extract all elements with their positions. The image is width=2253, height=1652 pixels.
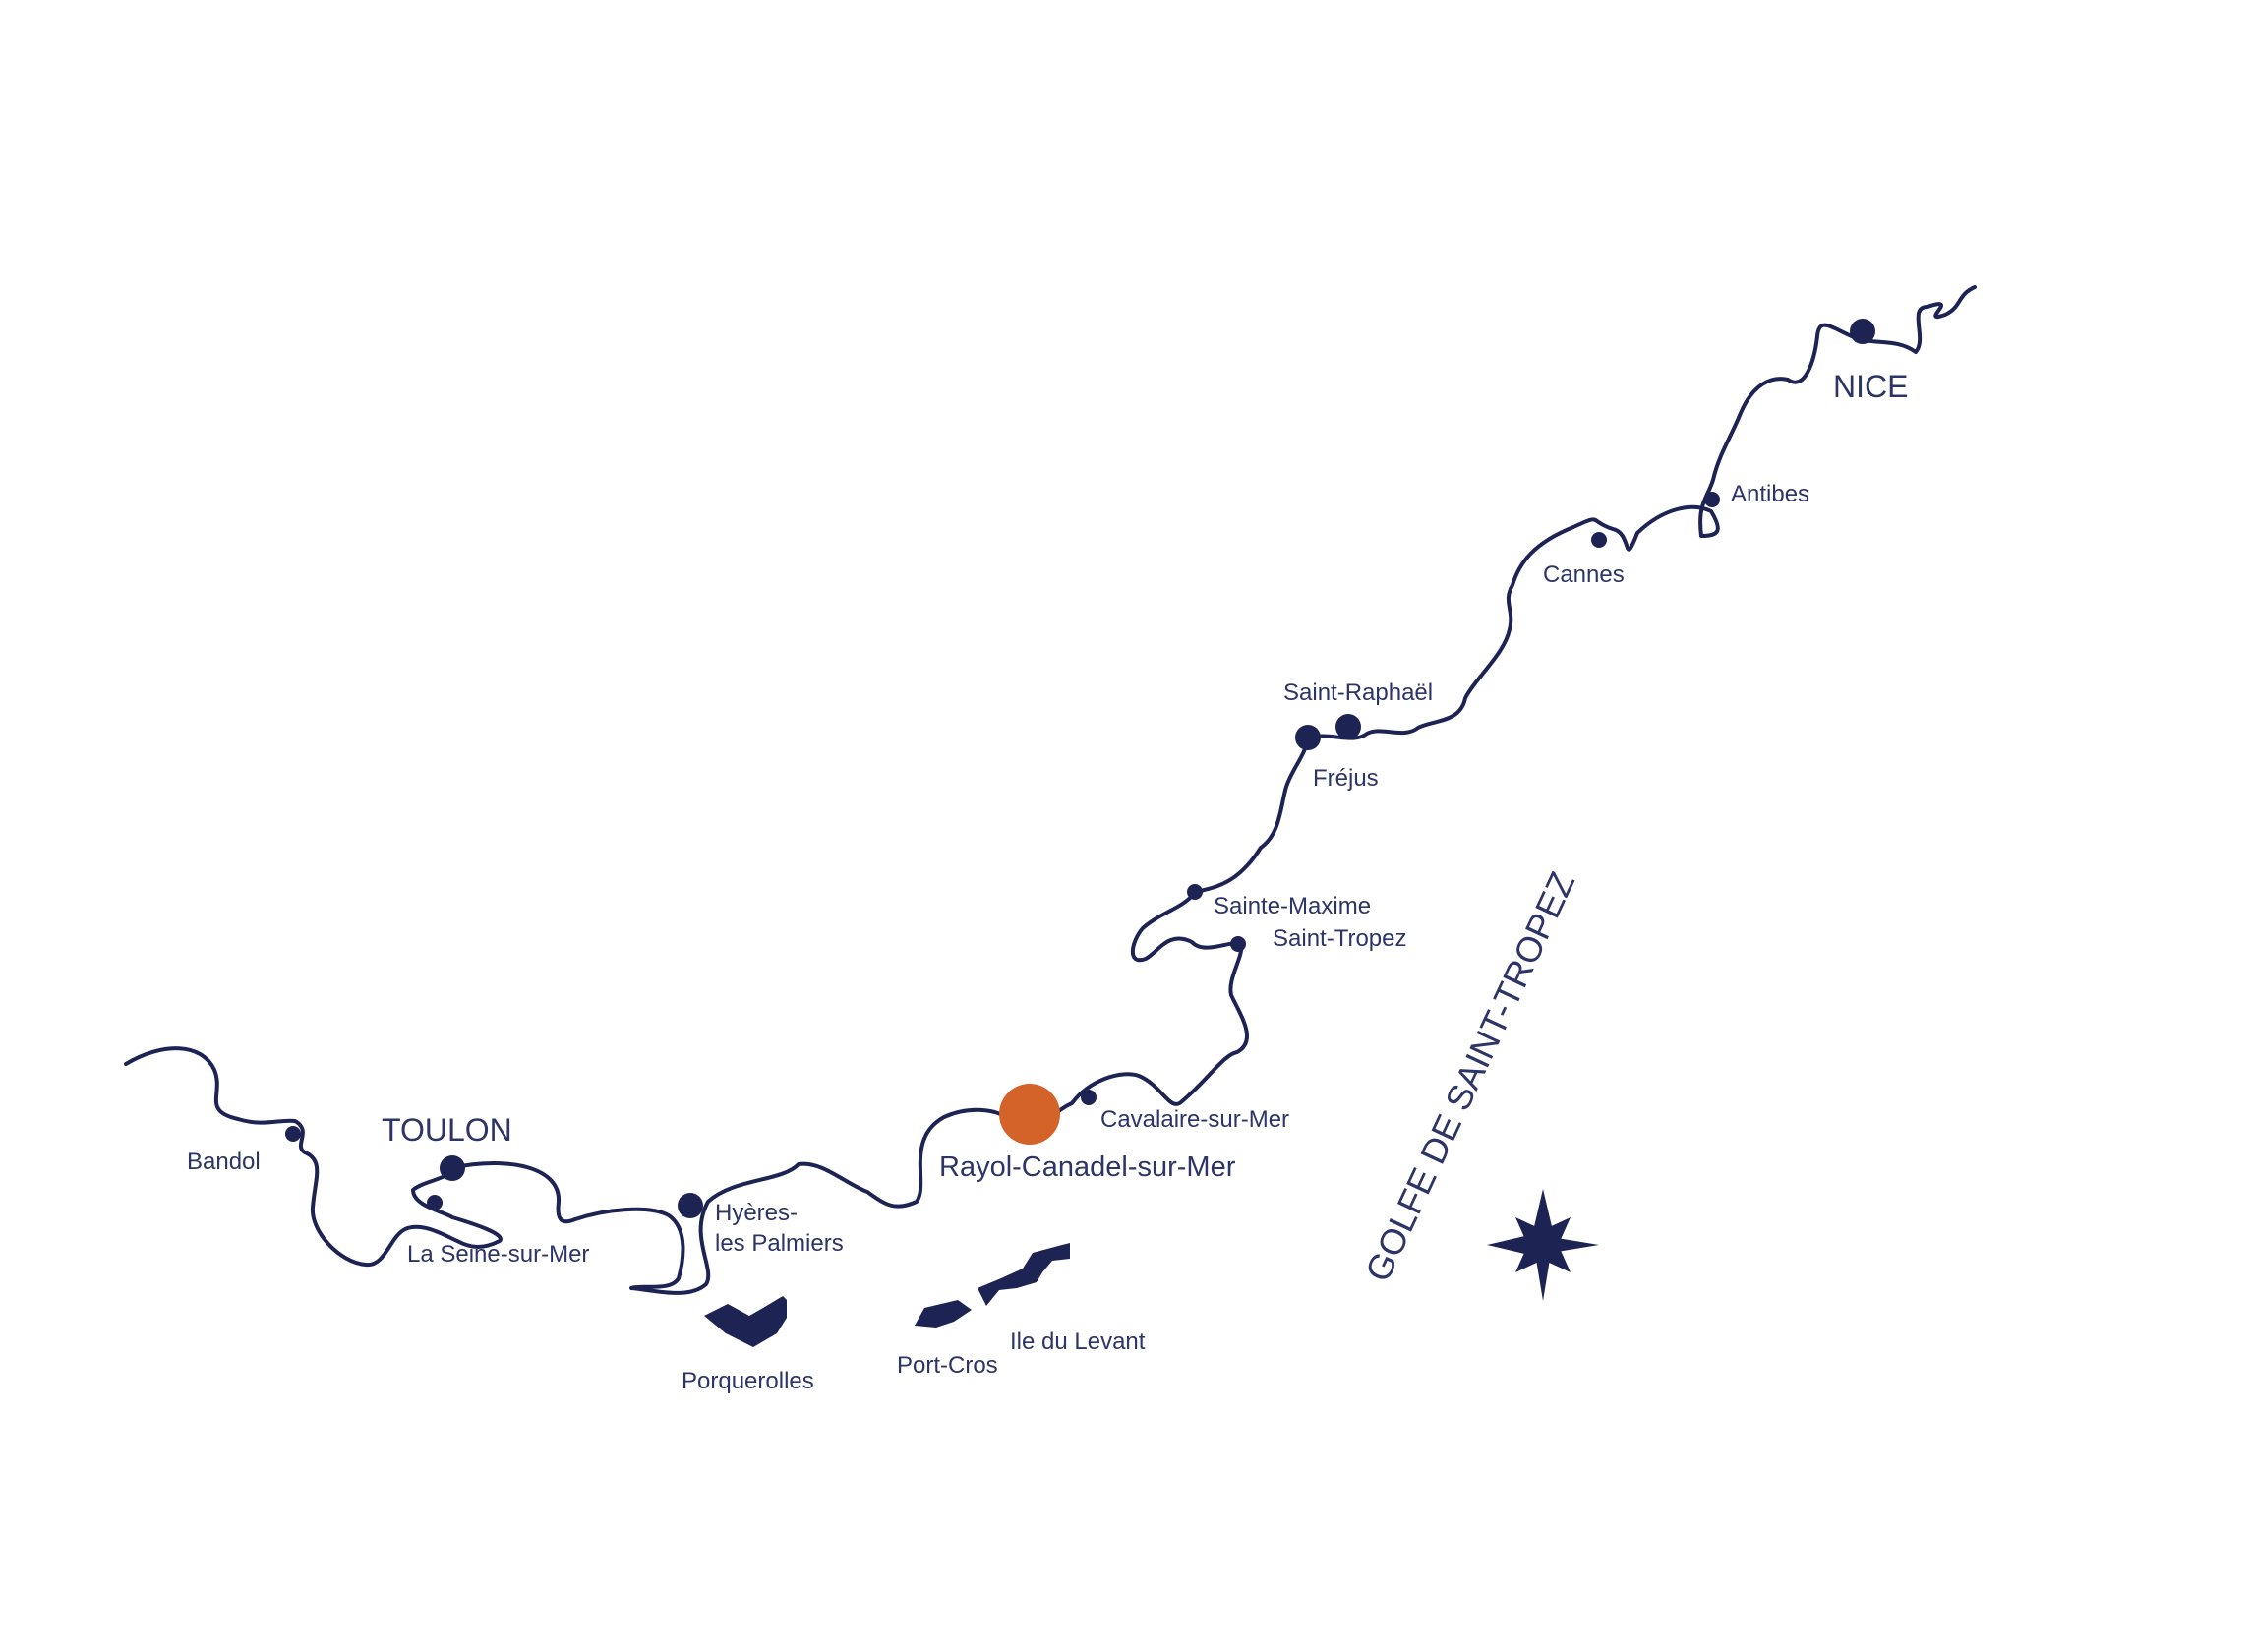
town-label-bandol: Bandol (187, 1149, 261, 1175)
town-marker-antibes (1704, 492, 1720, 507)
city-label-toulon: TOULON (382, 1112, 512, 1148)
town-label-frejus: Fréjus (1313, 765, 1379, 792)
town-label-la-seine: La Seine-sur-Mer (407, 1241, 589, 1268)
town-marker-saint-tropez (1230, 936, 1246, 952)
island-porquerolles-shape (704, 1296, 787, 1347)
highlight-marker (999, 1084, 1060, 1145)
town-label-cannes: Cannes (1543, 561, 1625, 588)
island-levant-shape (978, 1243, 1070, 1306)
town-marker-cannes (1591, 532, 1607, 548)
town-marker-cavalaire (1081, 1090, 1097, 1105)
town-marker-sainte-maxime (1187, 884, 1203, 900)
town-label-antibes: Antibes (1731, 481, 1809, 507)
island-label-levant: Ile du Levant (1010, 1328, 1146, 1355)
city-marker-toulon (440, 1155, 465, 1181)
town-label-saint-tropez: Saint-Tropez (1273, 925, 1407, 952)
island-label-porquerolles: Porquerolles (682, 1368, 814, 1394)
town-label-cavalaire: Cavalaire-sur-Mer (1100, 1106, 1289, 1133)
town-marker-la-seine (427, 1195, 443, 1210)
compass-rose-icon (1487, 1189, 1599, 1301)
town-marker-hyeres (678, 1193, 703, 1218)
city-marker-nice (1850, 319, 1875, 344)
town-label-saint-raphael: Saint-Raphaël (1283, 679, 1433, 706)
town-label-sainte-maxime: Sainte-Maxime (1214, 893, 1371, 919)
town-label-hyeres-line2: les Palmiers (715, 1230, 844, 1257)
coastline (124, 285, 1977, 1295)
city-label-nice: NICE (1833, 369, 1908, 404)
island-port-cros-shape (915, 1300, 972, 1328)
town-marker-bandol (285, 1126, 301, 1142)
island-label-port-cros: Port-Cros (897, 1352, 998, 1379)
town-marker-frejus (1295, 725, 1321, 750)
town-marker-saint-raphael (1335, 714, 1361, 739)
highlight-label: Rayol-Canadel-sur-Mer (939, 1151, 1236, 1183)
town-label-hyeres-line1: Hyères- (715, 1200, 798, 1226)
